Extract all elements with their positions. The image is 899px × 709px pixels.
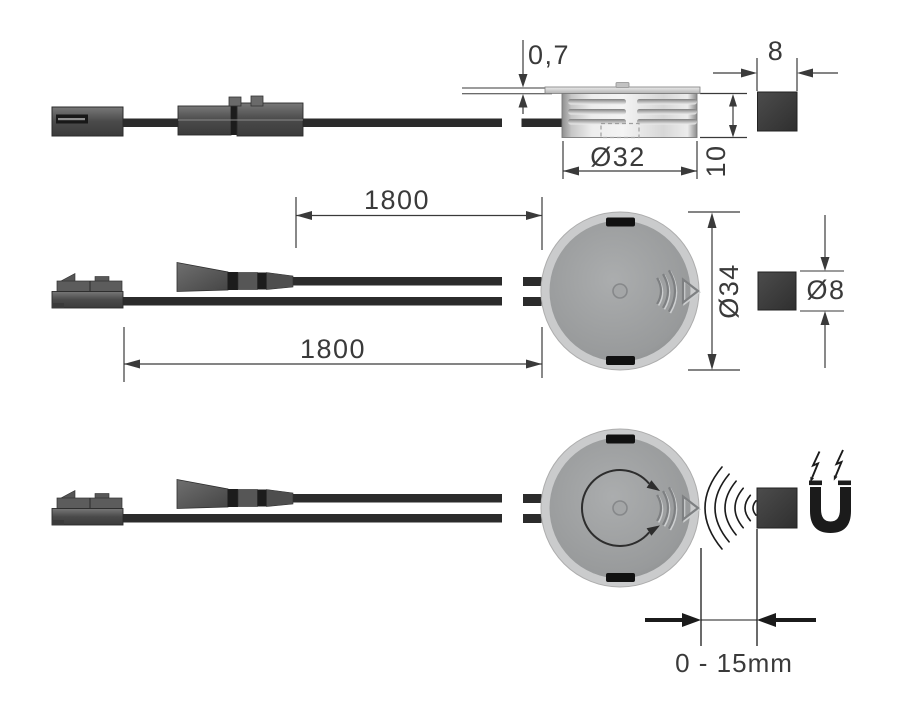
dim-cable-length-upper-label: 1800 — [363, 185, 431, 215]
signal-waves-icon — [704, 466, 757, 550]
function-view — [51, 428, 851, 646]
dim-body-height — [700, 92, 747, 139]
dim-body-height-label: 10 — [700, 144, 731, 178]
horseshoe-magnet-icon — [809, 480, 851, 533]
disc-center-pivot — [612, 283, 628, 299]
dim-disc-diameter — [688, 211, 740, 371]
cable-upper-function-view — [292, 494, 502, 503]
disc-top-slot — [606, 434, 635, 444]
clip-connector-function-view — [51, 490, 124, 526]
dim-cable-length-upper — [295, 197, 543, 250]
dim-body-diameter — [562, 141, 698, 179]
sensor-disc-function-view — [540, 428, 701, 588]
dim-magnet-diameter — [800, 215, 844, 368]
lightning-bolt-icon — [810, 451, 821, 483]
dim-switch-distance-label: 0 - 15mm — [675, 648, 793, 678]
disc-center-pivot — [612, 500, 628, 516]
dim-magnet-width — [713, 58, 838, 91]
cable-stub — [523, 514, 542, 523]
cable-stub — [523, 297, 542, 306]
dim-cable-length-lower-label: 1800 — [299, 334, 367, 364]
dim-magnet-diameter-label: Ø8 — [806, 275, 846, 305]
cable-upper-top-view — [292, 277, 502, 286]
dim-disc-diameter-label: Ø34 — [713, 263, 744, 319]
side-view — [51, 40, 838, 179]
sensor-cylinder-side-view — [544, 82, 701, 139]
clip-connector-top-view — [51, 273, 124, 309]
sensor-direction-chevrons-icon — [656, 486, 701, 531]
disc-bottom-slot — [606, 356, 635, 365]
connector-tab — [250, 95, 264, 107]
cylinder-ribs — [568, 99, 697, 125]
disc-top-slot — [606, 217, 635, 227]
cable-stub — [523, 494, 542, 503]
sensor-disc-top-view — [540, 211, 701, 371]
magnet-function-view — [756, 487, 798, 529]
cylinder-flange — [544, 86, 701, 94]
sensor-direction-chevrons-icon — [656, 269, 701, 314]
rotation-arrow-icon — [581, 469, 660, 547]
magnet-side-view — [757, 91, 798, 132]
end-connector-side-view — [51, 106, 124, 137]
dim-body-diameter-label: Ø32 — [590, 142, 646, 172]
top-view — [51, 197, 844, 382]
dim-magnet-width-label: 8 — [767, 36, 785, 66]
cable-stub-side-view — [521, 118, 568, 127]
dim-flange-thickness — [462, 40, 552, 114]
dim-flange-thickness-label: 0,7 — [527, 40, 571, 70]
cylinder-bottom-tab — [600, 122, 640, 139]
cylinder-top-nub — [615, 82, 630, 88]
dim-cable-length-lower — [123, 327, 543, 382]
cable-side-view — [122, 118, 502, 127]
wedge-connector-function-view — [176, 479, 294, 509]
lightning-bolt-icon — [833, 449, 844, 481]
connector-tab — [228, 96, 242, 107]
wedge-connector-top-view — [176, 262, 294, 292]
magnet-top-view — [757, 271, 797, 311]
dim-switch-distance — [645, 529, 816, 646]
disc-bottom-slot — [606, 573, 635, 582]
cable-lower-function-view — [122, 514, 502, 523]
inline-connector-side-view — [177, 95, 304, 137]
cable-stub — [523, 277, 542, 286]
cable-lower-top-view — [122, 297, 502, 306]
